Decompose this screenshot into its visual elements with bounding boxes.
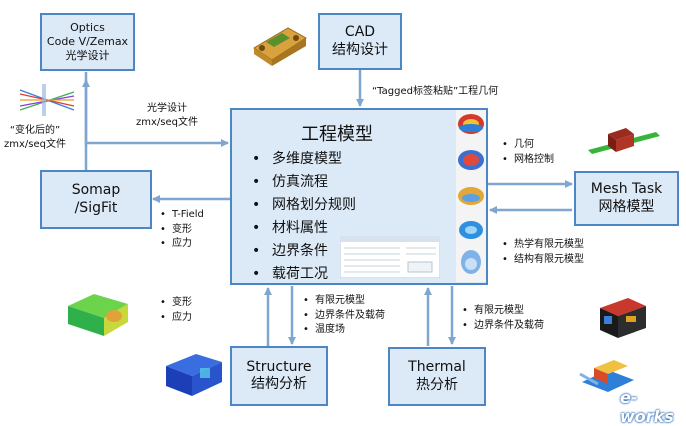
somap-box-line-2: /SigFit (74, 199, 118, 216)
mesh-model-image (588, 128, 660, 154)
structure-box-line-1: Structure (246, 358, 312, 375)
mesh-box-line-1: Mesh Task (590, 181, 663, 197)
optics-box-line-3: 光学设计 (65, 48, 110, 62)
structure-box-line-2: 结构分析 (251, 376, 307, 392)
thermal-box: Thermal 热分析 (388, 347, 486, 406)
list-item: 有限元模型 (303, 294, 385, 309)
mesh-box-line-2: 网格模型 (598, 198, 655, 215)
changed-file-label: “变化后的” zmx/seq文件 (4, 124, 66, 151)
thermal-satellite-image (579, 360, 634, 392)
list-item: 几何 (502, 138, 554, 153)
thermal-box-line-1: Thermal (408, 359, 466, 375)
somap-box: Somap /SigFit (40, 170, 152, 229)
label-line: zmx/seq文件 (136, 116, 198, 128)
mesh-output-list: 热学有限元模型 结构有限元模型 (502, 238, 584, 267)
connector-arrows (82, 70, 573, 346)
center-to-thermal-list: 有限元模型 边界条件及载荷 (462, 304, 544, 333)
deformation-contour-image (68, 294, 128, 336)
list-item: 有限元模型 (462, 304, 544, 319)
center-item: 材料属性 (252, 217, 356, 240)
list-item: 边界条件及载荷 (303, 309, 385, 324)
list-item: 应力 (160, 237, 204, 252)
parameter-table-thumbnail (340, 236, 440, 278)
list-item: 边界条件及载荷 (462, 319, 544, 334)
center-item: 多维度模型 (252, 148, 356, 171)
tagged-geometry-label: “Tagged标签粘贴”工程几何 (372, 86, 499, 97)
structure-to-somap-list: 变形 应力 (160, 296, 192, 325)
cad-box: CAD 结构设计 (318, 13, 402, 70)
fem-result-thumbnails (456, 110, 486, 282)
center-to-structure-list: 有限元模型 边界条件及载荷 温度场 (303, 294, 385, 338)
list-item: 热学有限元模型 (502, 238, 584, 253)
mesh-box: Mesh Task 网格模型 (574, 171, 679, 226)
cad-box-line-1: CAD (344, 24, 376, 40)
cad-part-image (253, 27, 307, 66)
center-item: 边界条件 (252, 240, 356, 263)
thermal-contour-model-image (166, 354, 222, 396)
center-item-list: 多维度模型 仿真流程 网格划分规则 材料属性 边界条件 载荷工况 (252, 148, 356, 286)
optics-box-line-2: Code V/Zemax (46, 35, 129, 49)
e-works-watermark: e-works (620, 388, 674, 426)
center-item: 载荷工况 (252, 263, 356, 286)
optics-box: Optics Code V/Zemax 光学设计 (40, 13, 135, 71)
list-item: T-Field (160, 208, 204, 223)
label-line: “变化后的” (9, 125, 61, 136)
list-item: 网格控制 (502, 153, 554, 168)
list-item: 应力 (160, 311, 192, 326)
somap-box-line-1: Somap (71, 182, 121, 198)
cad-box-line-2: 结构设计 (332, 41, 388, 58)
optics-to-center-label: 光学设计 zmx/seq文件 (136, 102, 198, 129)
center-to-somap-list: T-Field 变形 应力 (160, 208, 204, 252)
mesh-input-list: 几何 网格控制 (502, 138, 554, 167)
label-line: zmx/seq文件 (4, 138, 66, 150)
optics-box-line-1: Optics (70, 21, 105, 35)
list-item: 变形 (160, 296, 192, 311)
list-item: 结构有限元模型 (502, 253, 584, 268)
list-item: 变形 (160, 223, 204, 238)
center-item: 仿真流程 (252, 171, 356, 194)
satellite-model-image (600, 298, 646, 338)
structure-box: Structure 结构分析 (230, 346, 328, 406)
optical-ray-trace-image (19, 84, 75, 116)
center-box-title: 工程模型 (301, 124, 373, 145)
label-line: 光学设计 (147, 103, 187, 114)
thermal-box-line-2: 热分析 (416, 376, 458, 393)
list-item: 温度场 (303, 323, 385, 338)
center-item: 网格划分规则 (252, 194, 356, 217)
